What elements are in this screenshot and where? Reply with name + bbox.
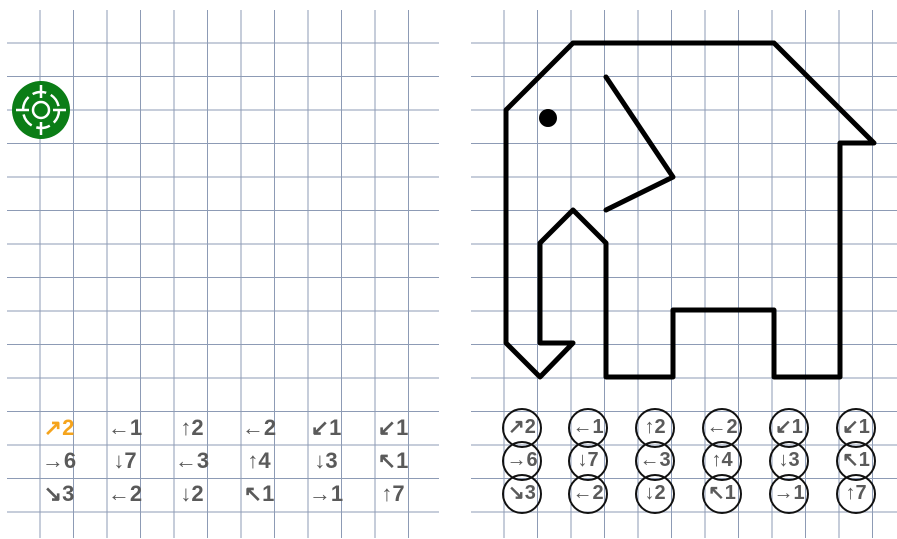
command-step[interactable]: ↖1 — [365, 446, 421, 476]
grid-board-task: ↗2 ←1 ↑2 ←2 ↙1 ↙1 →6 ↓7 ←3 ↑4 ↓3 ↖1 ↘3 ←… — [7, 10, 439, 538]
command-step[interactable]: ↓7 — [97, 446, 153, 476]
command-step[interactable]: →1 — [298, 479, 354, 509]
command-step-circled[interactable]: ↖1 — [702, 474, 742, 514]
elephant-eye — [539, 109, 557, 127]
grid-board-solution: ↗2 ←1 ↑2 ←2 ↙1 ↙1 →6 ↓7 ←3 ↑4 ↓3 ↖1 ↘3 ←… — [471, 10, 897, 538]
command-step-circled[interactable]: ↓2 — [635, 474, 675, 514]
command-step-circled[interactable]: →1 — [769, 474, 809, 514]
command-step-circled[interactable]: ↑7 — [836, 474, 876, 514]
command-step[interactable]: →6 — [31, 446, 87, 476]
command-step-active[interactable]: ↗2 — [31, 413, 87, 443]
elephant-ear — [606, 77, 673, 210]
elephant-outline — [506, 43, 874, 377]
command-step[interactable]: ↓2 — [164, 479, 220, 509]
command-step[interactable]: ←2 — [97, 479, 153, 509]
command-step[interactable]: ↑4 — [231, 446, 287, 476]
command-step[interactable]: ←1 — [97, 413, 153, 443]
command-step-circled[interactable]: ←2 — [568, 474, 608, 514]
command-step[interactable]: ←2 — [231, 413, 287, 443]
command-step[interactable]: ↘3 — [31, 479, 87, 509]
command-step[interactable]: ↙1 — [298, 413, 354, 443]
command-step-circled[interactable]: ↘3 — [502, 474, 542, 514]
command-step[interactable]: ↖1 — [231, 479, 287, 509]
command-step[interactable]: ↙1 — [365, 413, 421, 443]
command-step[interactable]: ↑2 — [164, 413, 220, 443]
crosshair-target-icon — [12, 81, 70, 139]
command-step[interactable]: ↑7 — [365, 479, 421, 509]
command-step[interactable]: ↓3 — [298, 446, 354, 476]
command-step[interactable]: ←3 — [164, 446, 220, 476]
